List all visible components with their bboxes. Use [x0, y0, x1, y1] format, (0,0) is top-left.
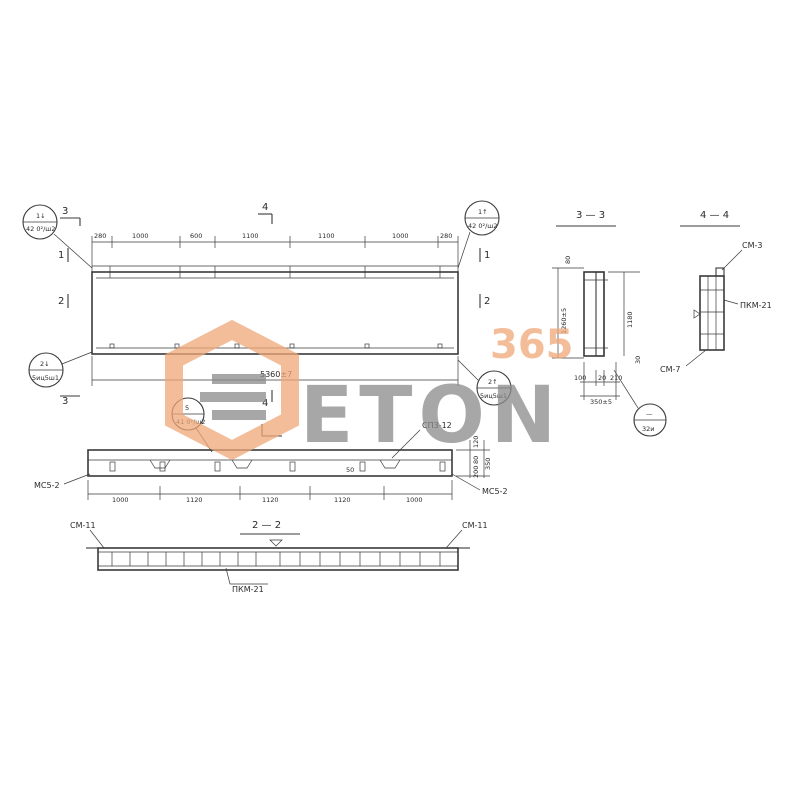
elev-dim-2: 1120 [186, 496, 203, 504]
plan-dim-1: 280 [94, 232, 106, 240]
label-cm11-right: СМ-11 [462, 521, 488, 530]
label-pkm21-bottom: ПКМ-21 [232, 585, 264, 594]
svg-text:5иц5ш1: 5иц5ш1 [480, 392, 507, 400]
elev-rdim-4: 350 [484, 458, 492, 470]
s33-dim-b3: 210 [610, 374, 622, 382]
elevation-view: 5 41 0²/ш2 СП3-12 МС5-2 МС5-2 50 1000 11… [34, 397, 508, 504]
svg-text:2↓: 2↓ [40, 360, 50, 368]
section-4-4: 4 — 4 СМ-3 ПКМ-21 СМ-7 [660, 210, 772, 374]
section-2-2: 2 — 2 СМ-11 СМ-11 ПКМ-21 [70, 520, 488, 594]
s33-dim-width: 350±5 [590, 398, 612, 406]
label-sp3-12: СП3-12 [422, 421, 452, 430]
svg-text:5иц5ш1: 5иц5ш1 [32, 374, 59, 382]
plan-dim-2: 1000 [132, 232, 149, 240]
watermark-number: 365 [490, 322, 574, 368]
elev-dim-5: 1000 [406, 496, 423, 504]
plan-dim-6: 1000 [392, 232, 409, 240]
elevation-outline [87, 449, 453, 477]
s33-dim-height: 1260±5 [560, 308, 568, 334]
svg-text:—: — [646, 410, 653, 418]
svg-text:2↑: 2↑ [488, 378, 498, 386]
label-cm11-left: СМ-11 [70, 521, 96, 530]
section-3-3-title: 3 — 3 [576, 210, 605, 221]
section-3-3: 3 — 3 80 1260±5 1180 30 100 20 210 350±5 [552, 210, 667, 437]
elev-rdim-3: 200 [472, 466, 480, 478]
callout-left-bottom: 2↓ 5иц5ш1 [28, 351, 93, 388]
svg-text:1↑: 1↑ [478, 208, 488, 216]
label-mcs-left: МС5-2 [34, 481, 60, 490]
s33-dim-b2: 20 [598, 374, 606, 382]
callout-32i: — 32и [613, 369, 667, 437]
section-mark-3-bottom: 3 [62, 396, 68, 407]
elev-dim-3: 1120 [262, 496, 279, 504]
svg-text:5: 5 [185, 404, 189, 412]
s33-dim-b1: 100 [574, 374, 586, 382]
section-mark-2-right: 2 [484, 296, 490, 307]
callout-right-bottom: 2↑ 5иц5ш1 [457, 359, 512, 406]
svg-text:42 0²/ш2: 42 0²/ш2 [468, 222, 497, 230]
plan-dim-7: 280 [440, 232, 452, 240]
section-mark-2-left: 2 [58, 296, 64, 307]
watermark-logo: 365 ETON [165, 319, 574, 461]
section-mark-3-top: 3 [62, 206, 68, 217]
plan-dim-3: 600 [190, 232, 202, 240]
section-2-2-title: 2 — 2 [252, 520, 281, 531]
elev-dim-4: 1120 [334, 496, 351, 504]
elev-dim-1: 1000 [112, 496, 129, 504]
plan-length-dim: 5360±7 [260, 370, 292, 379]
s33-dim-top: 80 [564, 256, 572, 264]
section-mark-1-left: 1 [58, 250, 64, 261]
svg-text:1↓: 1↓ [36, 212, 46, 220]
callout-left-top: 1↓ 42 0²/ш2 [22, 204, 93, 269]
plan-panel-outline [91, 271, 459, 355]
elev-rdim-1: 120 [472, 436, 480, 448]
section-mark-1-right: 1 [484, 250, 490, 261]
plan-dim-5: 1100 [318, 232, 335, 240]
section-mark-4-bottom: 4 [262, 398, 268, 409]
plan-dim-4: 1100 [242, 232, 259, 240]
svg-text:42 0²/ш2: 42 0²/ш2 [26, 225, 55, 233]
s33-dim-right: 30 [634, 356, 642, 364]
label-mcs-right: МС5-2 [482, 487, 508, 496]
watermark-brand: ETON [300, 371, 562, 461]
label-pkm21-side: ПКМ-21 [740, 301, 772, 310]
section-mark-4-top: 4 [262, 202, 268, 213]
watermark-emblem-icon [165, 319, 299, 461]
label-cm7: СМ-7 [660, 365, 680, 374]
elevation-mid-label: 50 [346, 466, 354, 474]
plan-view: 280 1000 600 1100 1100 1000 280 5360±7 4… [22, 200, 512, 409]
svg-text:32и: 32и [642, 425, 655, 433]
callout-right-top: 1↑ 42 0²/ш2 [457, 200, 500, 269]
elev-rdim-2: 80 [472, 456, 480, 464]
label-cm3: СМ-3 [742, 241, 762, 250]
s33-dim-inner: 1180 [626, 311, 634, 328]
section-4-4-title: 4 — 4 [700, 210, 729, 221]
